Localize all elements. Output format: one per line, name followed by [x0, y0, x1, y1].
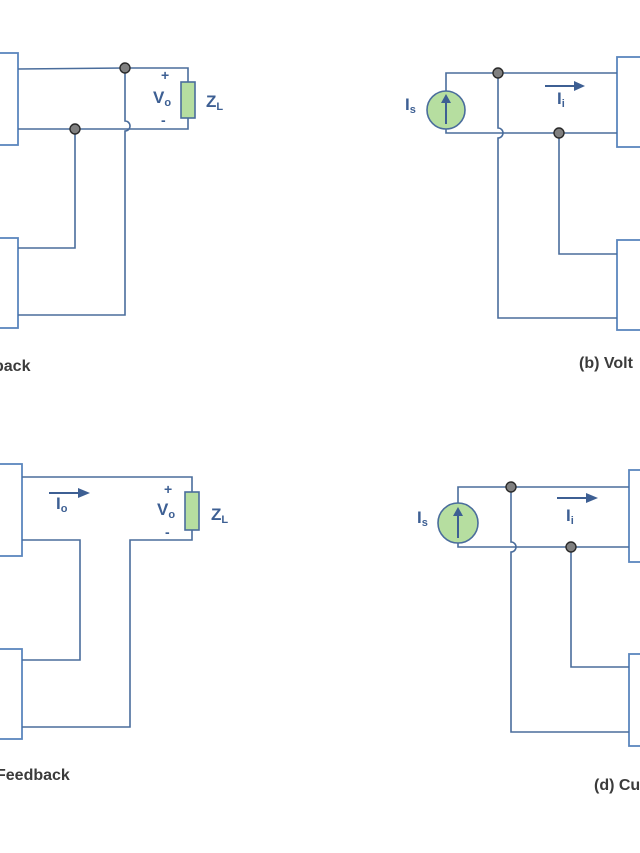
ii-label: Ii	[566, 506, 574, 527]
feedback-return-wire	[510, 487, 629, 733]
io-label: Io	[56, 494, 68, 515]
junction-node	[492, 67, 504, 79]
input-bottom-wire	[445, 129, 617, 134]
plus-sign: +	[161, 67, 169, 83]
input-top-wire	[457, 486, 629, 504]
caption-b: (b) Volt	[579, 355, 634, 372]
current-arrowhead-icon	[586, 493, 598, 503]
ii-label: Ii	[557, 89, 565, 110]
load-impedance	[184, 491, 200, 531]
junction-node	[553, 127, 565, 139]
panel-d: Ii Is (d) Cu	[417, 469, 640, 794]
is-label: Is	[417, 508, 428, 529]
source-arrowhead-icon	[453, 507, 463, 516]
plus-sign: +	[164, 481, 172, 497]
is-label: Is	[405, 95, 416, 116]
feedback-sample-wire	[570, 547, 629, 668]
current-arrowhead-icon	[574, 81, 585, 91]
output-top-wire	[17, 67, 189, 82]
feedback-network-block	[616, 239, 640, 331]
caption-d: (d) Cu	[594, 777, 640, 794]
zl-label: ZL	[211, 505, 228, 526]
feedback-return-wire	[22, 530, 193, 728]
feedback-network-block	[0, 648, 23, 740]
current-arrowhead-icon	[78, 488, 90, 498]
amplifier-block	[616, 56, 640, 148]
feedback-return-wire	[497, 73, 617, 319]
amplifier-block	[0, 52, 19, 146]
feedback-sample-wire	[558, 133, 617, 255]
amplifier-block	[0, 463, 23, 557]
panel-a: + - Vo ZL back	[0, 52, 223, 375]
amplifier-block	[628, 469, 640, 563]
junction-node	[505, 481, 517, 493]
feedback-network-block	[0, 237, 19, 329]
panel-c: Io + - Vo ZL Feedback	[0, 463, 228, 784]
junction-node	[69, 123, 81, 135]
zl-label: ZL	[206, 92, 223, 113]
feedback-sample-wire	[18, 129, 76, 249]
input-bottom-wire	[457, 542, 629, 548]
load-impedance	[180, 81, 196, 119]
input-top-wire	[445, 72, 617, 91]
feedback-return-wire	[18, 68, 131, 316]
caption-c: Feedback	[0, 767, 70, 784]
output-series-loop	[22, 539, 81, 661]
load-return-wire	[125, 118, 189, 130]
source-arrowhead-icon	[441, 94, 451, 103]
feedback-network-block	[628, 653, 640, 747]
vo-label: Vo	[153, 88, 171, 109]
junction-node	[565, 541, 577, 553]
vo-label: Vo	[157, 500, 175, 521]
caption-a: back	[0, 358, 31, 375]
minus-sign: -	[161, 112, 166, 128]
output-top-wire	[22, 476, 193, 492]
panel-b: Ii Is (b) Volt	[405, 56, 640, 372]
junction-node	[119, 62, 131, 74]
minus-sign: -	[165, 524, 170, 540]
